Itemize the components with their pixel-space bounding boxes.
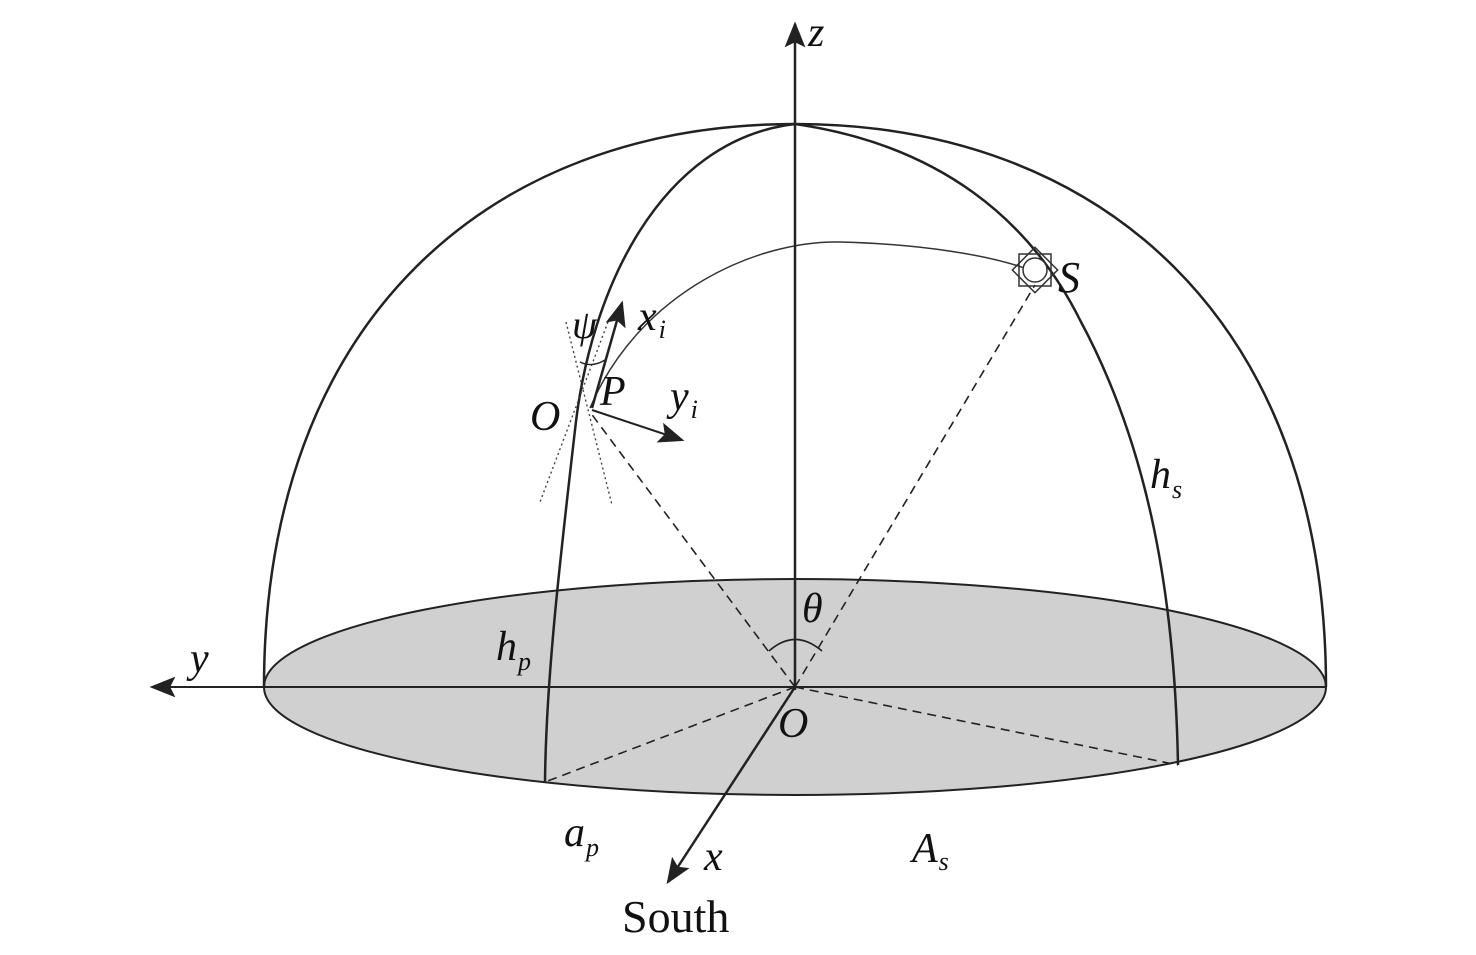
origin-local-label: O [530,394,560,440]
xi-subscript: i [659,315,666,344]
dashed-o-to-p [589,411,796,688]
hs-label: hs [1150,452,1182,504]
panel-dotted-line-1 [565,321,613,506]
x-axis-label: x [703,834,723,880]
south-label: South [622,891,729,942]
theta-label: θ [802,586,823,632]
z-axis-label: z [807,10,824,56]
yi-arrow [591,409,685,443]
dashed-o-to-s [794,284,1036,688]
yi-subscript: i [691,395,698,424]
xi-arrow [590,300,626,409]
ap-label: ap [564,810,599,862]
sun-s-label: S [1058,253,1080,302]
sun-icon [1011,246,1059,294]
sun-path-arc [589,241,1031,409]
dashed-o-to-as [794,686,1179,766]
panel-dotted-line-2 [539,321,609,503]
meridian-s [794,122,1180,766]
hp-label: hp [496,624,531,676]
hs-subscript: s [1172,475,1182,504]
y-axis-label: y [186,636,209,682]
psi-angle-arc [579,359,606,366]
hp-subscript: p [516,647,531,676]
theta-angle-arc [768,638,823,652]
as-subscript: s [939,847,949,876]
yi-label: yi [666,374,698,424]
origin-ground-label: O [778,701,808,747]
point-p-label: P [599,369,626,415]
as-label: As [909,826,949,876]
ap-subscript: p [584,833,599,862]
xi-label: xi [637,294,666,344]
psi-label: ψ [572,302,598,347]
x-axis [666,686,797,885]
meridian-p [543,122,796,783]
